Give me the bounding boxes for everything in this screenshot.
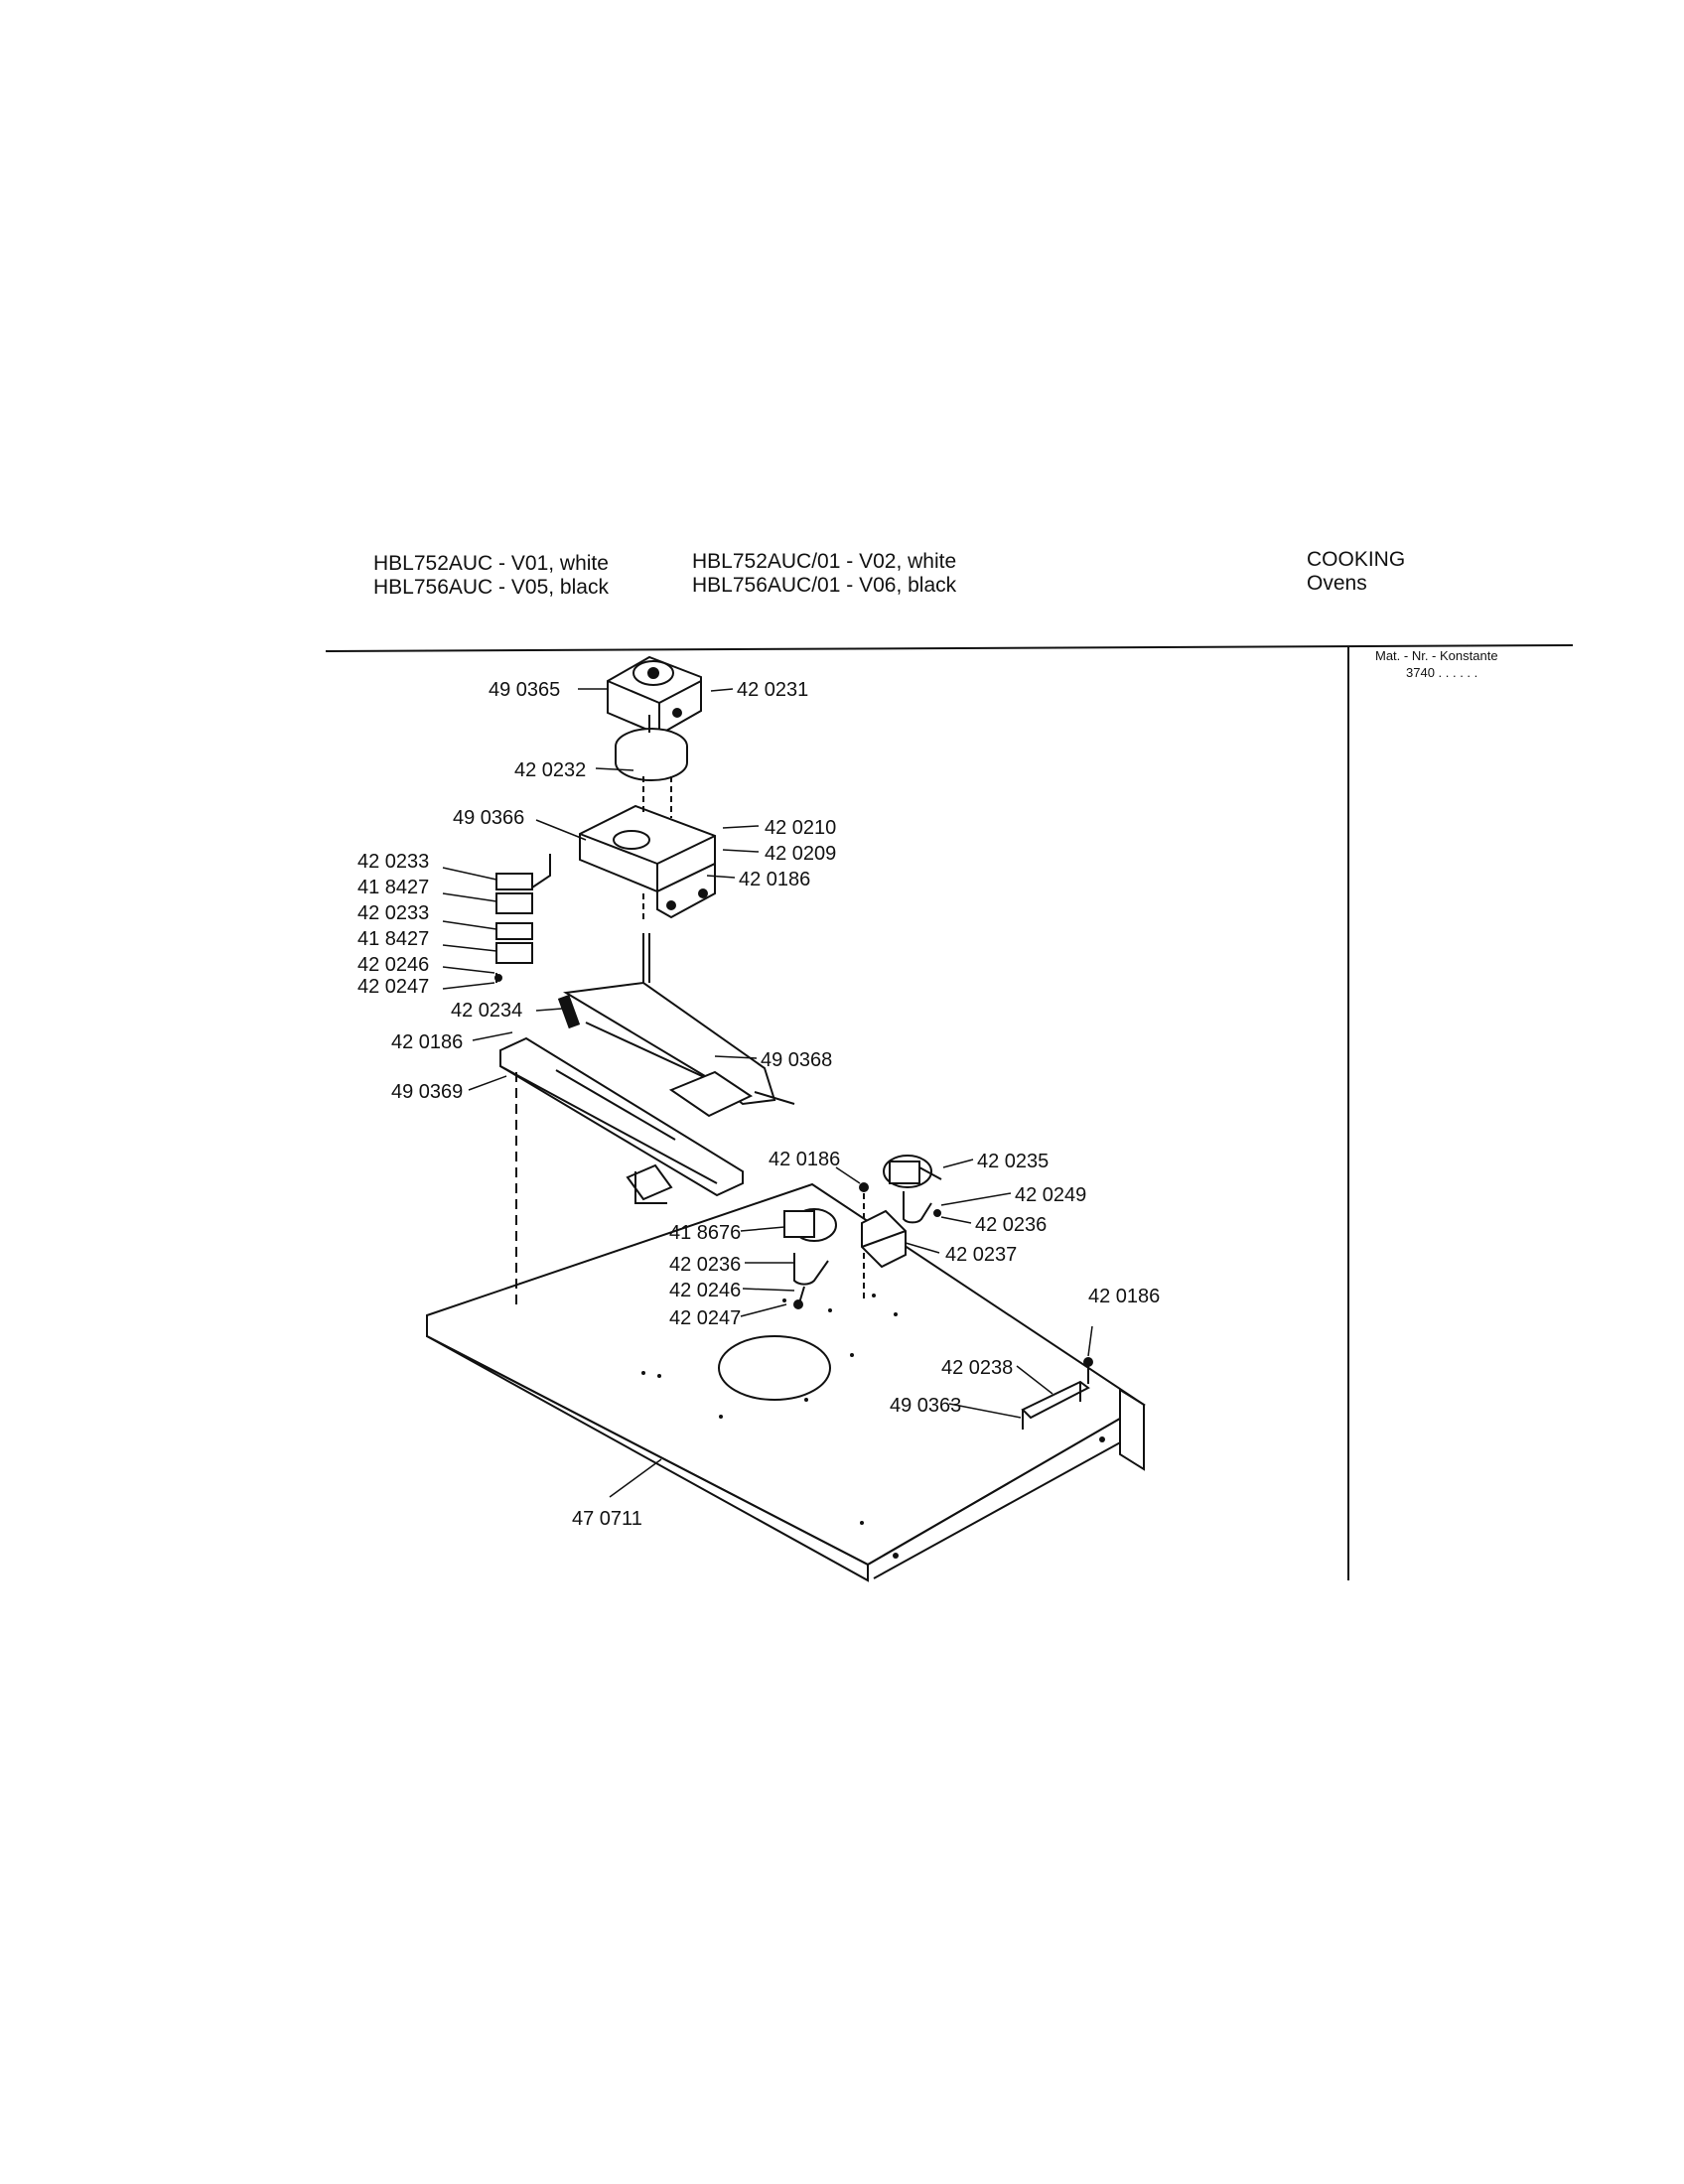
- label-42-0236-b: 42 0236: [669, 1254, 741, 1276]
- label-42-0186-c: 42 0186: [769, 1149, 840, 1170]
- label-42-0186-a: 42 0186: [739, 869, 810, 890]
- thermal-cutout: [859, 1155, 942, 1224]
- label-49-0369: 49 0369: [391, 1081, 463, 1103]
- label-42-0246-a: 42 0246: [357, 954, 429, 976]
- thermostat-assembly: [783, 1208, 907, 1309]
- actuator-rod: [557, 933, 795, 1118]
- header-rule: [325, 644, 1574, 652]
- model-line-2: HBL756AUC - V05, black: [373, 576, 609, 599]
- category-title: COOKING: [1307, 548, 1406, 571]
- label-49-0368: 49 0368: [761, 1049, 832, 1071]
- label-42-0234: 42 0234: [451, 1000, 522, 1022]
- label-42-0210: 42 0210: [765, 817, 836, 839]
- model-line-4: HBL756AUC/01 - V06, black: [692, 574, 957, 597]
- label-49-0366: 49 0366: [453, 807, 524, 829]
- leader-lines: [442, 688, 1093, 1498]
- motor-bracket: [579, 776, 716, 923]
- label-42-0231: 42 0231: [737, 679, 808, 701]
- label-41-8427-a: 41 8427: [357, 877, 429, 898]
- label-42-0236-a: 42 0236: [975, 1214, 1047, 1236]
- base-plate: [426, 1182, 1146, 1582]
- category-subtitle: Ovens: [1307, 572, 1367, 595]
- model-line-3: HBL752AUC/01 - V02, white: [692, 550, 957, 573]
- mat-nr-code: 3740 . . . . . .: [1406, 665, 1478, 680]
- label-42-0233-a: 42 0233: [357, 851, 429, 873]
- label-42-0249: 42 0249: [1015, 1184, 1086, 1206]
- label-41-8427-b: 41 8427: [357, 928, 429, 950]
- label-42-0232: 42 0232: [514, 759, 586, 781]
- label-47-0711: 47 0711: [572, 1508, 642, 1530]
- label-42-0238: 42 0238: [941, 1357, 1013, 1379]
- label-42-0237: 42 0237: [945, 1244, 1017, 1266]
- rear-bracket: [1021, 1357, 1093, 1430]
- switch-stack: [494, 854, 551, 983]
- label-42-0246-b: 42 0246: [669, 1280, 741, 1301]
- label-42-0186-d: 42 0186: [1088, 1286, 1160, 1307]
- mat-nr-label: Mat. - Nr. - Konstante: [1375, 648, 1498, 663]
- label-49-0365: 49 0365: [489, 679, 560, 701]
- motor-assembly: [607, 655, 702, 781]
- part-labels: 49 0365 42 0231 42 0232 49 0366 42 0210 …: [357, 679, 1160, 1530]
- label-42-0247-a: 42 0247: [357, 976, 429, 998]
- model-line-1: HBL752AUC - V01, white: [373, 552, 609, 575]
- label-41-8676: 41 8676: [669, 1222, 741, 1244]
- label-42-0209: 42 0209: [765, 843, 836, 865]
- slide-plate: [499, 1036, 744, 1310]
- label-42-0186-b: 42 0186: [391, 1031, 463, 1053]
- label-42-0233-b: 42 0233: [357, 902, 429, 924]
- label-42-0235: 42 0235: [977, 1151, 1049, 1172]
- label-49-0363: 49 0363: [890, 1395, 961, 1417]
- label-42-0247-b: 42 0247: [669, 1307, 741, 1329]
